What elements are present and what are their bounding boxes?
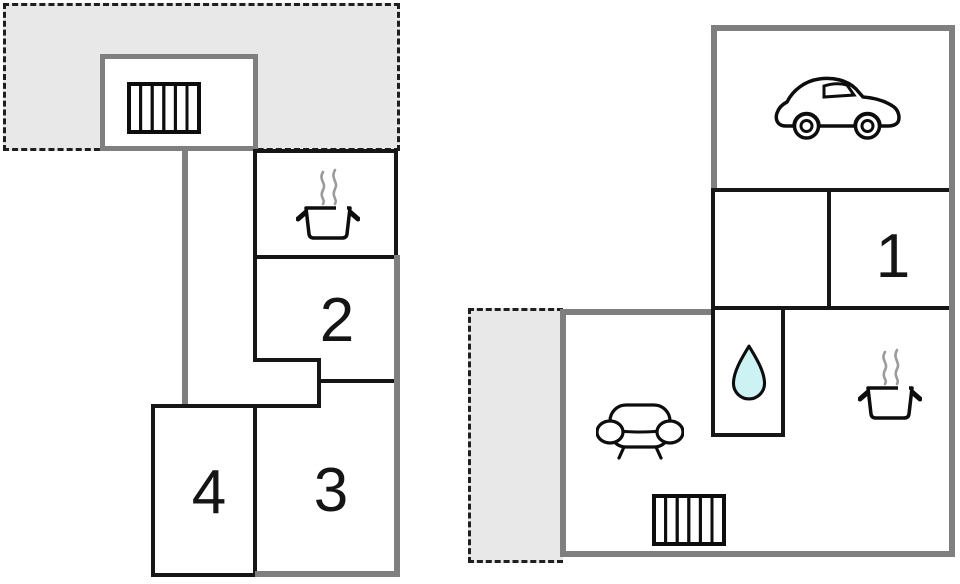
wall-room3-bottom — [255, 571, 400, 577]
cooking-pot-icon — [858, 348, 922, 420]
sofa-icon — [596, 403, 684, 460]
room-4-label: 4 — [191, 458, 227, 527]
kitchen-room-left — [253, 149, 398, 259]
wall-hallway-left — [182, 148, 188, 409]
room-1-label: 1 — [875, 222, 911, 291]
wall-left-plan-right — [394, 255, 400, 577]
wall-room2-left — [253, 255, 257, 362]
terrace-right — [468, 308, 563, 563]
wall-rooms-left — [711, 188, 715, 310]
wall-living-bottom — [560, 551, 955, 557]
wall-room1-divider — [827, 190, 831, 310]
wall-living-top — [560, 309, 717, 315]
radiator-icon — [652, 494, 726, 546]
room-3-label: 3 — [313, 456, 349, 525]
wall-room2-jog-v — [317, 358, 321, 408]
room-4 — [151, 404, 257, 577]
wall-rooms-bottom — [711, 306, 955, 310]
wall-right-plan-right — [949, 25, 955, 557]
room-2-label: 2 — [319, 286, 355, 355]
car-icon — [774, 76, 901, 140]
radiator-icon — [127, 82, 201, 134]
wall-living-left — [560, 309, 566, 557]
wall-room2-room3-divider — [317, 379, 400, 383]
wall-room2-jog-h — [253, 358, 321, 362]
wall-garage-bottom — [711, 188, 955, 192]
water-drop-icon — [731, 344, 767, 401]
cooking-pot-icon — [296, 168, 360, 240]
